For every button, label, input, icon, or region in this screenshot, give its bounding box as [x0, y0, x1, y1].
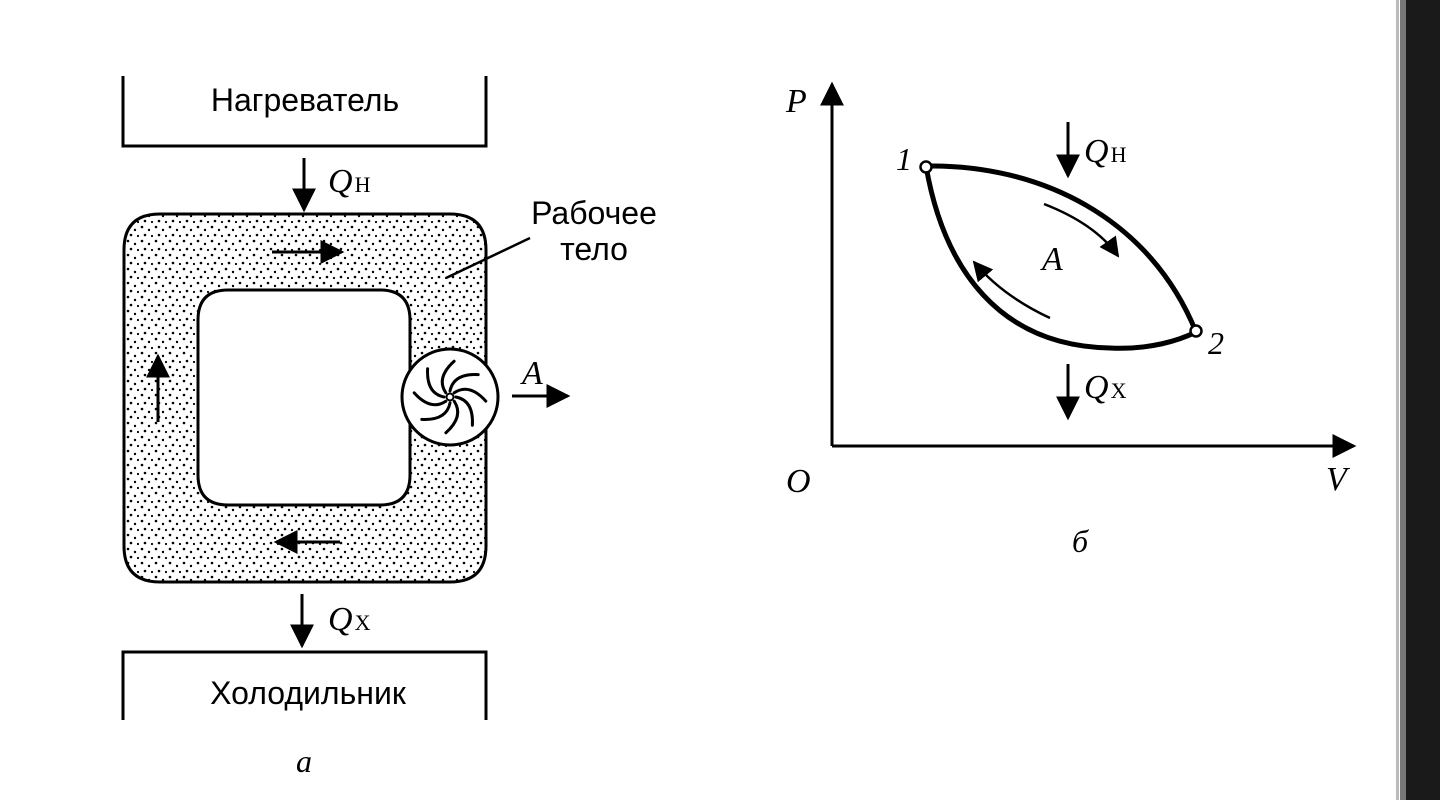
- turbine-blade: [448, 373, 480, 393]
- heater-label: Нагреватель: [211, 82, 399, 118]
- point-2-label: 2: [1208, 325, 1224, 361]
- q-cold-label-a: QХ: [328, 601, 371, 638]
- work-label-a: A: [520, 355, 543, 392]
- origin-label: O: [786, 463, 811, 500]
- working-body-label-2: тело: [560, 231, 628, 267]
- cooler-box: [121, 650, 488, 720]
- point-1-marker: [919, 160, 933, 174]
- caption-b: б: [1072, 523, 1089, 559]
- expansion-curve: [925, 163, 1199, 333]
- turbine-blade: [426, 367, 446, 399]
- turbine-blade: [454, 395, 474, 427]
- panel-b: P V O 1 2 A QН QХ б: [785, 81, 1357, 559]
- direction-arrow-upper: [1043, 202, 1120, 258]
- turbine-blade: [444, 399, 460, 435]
- working-body-pointer: [445, 236, 531, 280]
- v-axis-label: V: [1326, 461, 1351, 498]
- turbine-blade: [440, 359, 456, 395]
- turbine-blade: [412, 391, 448, 407]
- heater-box: [121, 76, 488, 148]
- scan-edge: [1396, 0, 1440, 800]
- point-2-marker: [1189, 324, 1203, 338]
- caption-a: а: [296, 743, 312, 779]
- turbine-blade: [452, 387, 488, 403]
- point-1-label: 1: [896, 141, 912, 177]
- q-heat-label-b: QН: [1084, 133, 1127, 170]
- turbine-icon: [400, 347, 500, 447]
- cooler-label: Холодильник: [210, 675, 407, 711]
- panel-a: Нагреватель QН A Рабочее тело QХ Холодил…: [121, 76, 657, 779]
- turbine-blade: [420, 401, 452, 421]
- q-heat-label-a: QН: [328, 163, 371, 200]
- direction-arrow-lower: [972, 260, 1051, 320]
- work-label-b: A: [1040, 241, 1063, 278]
- compression-curve: [923, 165, 1198, 351]
- p-axis-label: P: [785, 83, 807, 120]
- q-cold-label-b: QХ: [1084, 369, 1127, 406]
- working-body-label-1: Рабочее: [531, 195, 657, 231]
